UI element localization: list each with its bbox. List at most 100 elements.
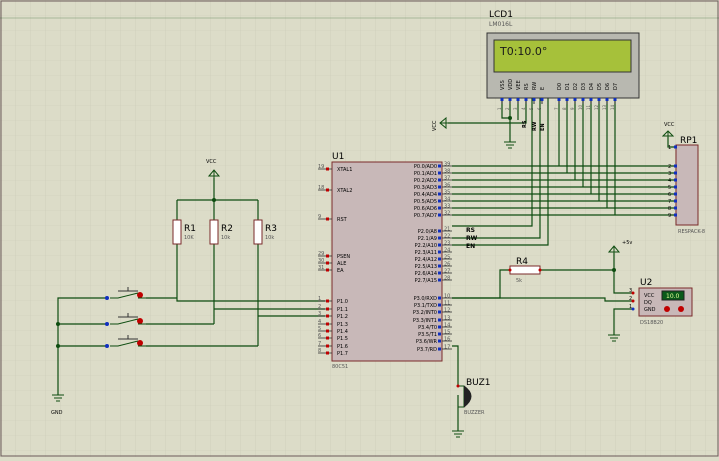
r2-value: 10k <box>221 235 230 241</box>
mcu-pin-marker <box>438 257 441 261</box>
mcu-pin-number: 1 <box>318 296 321 302</box>
r3-ref: R3 <box>265 224 277 234</box>
net-label-rs-lcd: RS <box>522 120 528 128</box>
sensor-ds18b20[interactable]: U2 DS18B20 VCC DQ GND 3 2 1 10.0 <box>629 278 693 326</box>
mcu-pin-number: 24 <box>444 248 450 254</box>
lcd-pin-marker <box>565 98 569 101</box>
resistor-r4[interactable]: R4 5k <box>508 257 542 284</box>
lcd-pin-number: 10 <box>578 104 583 110</box>
resistor-r2[interactable]: R2 10k <box>209 219 233 245</box>
mcu-pin-name: P3.0/RXD <box>414 296 438 302</box>
lcd-pin-name: D1 <box>565 83 571 90</box>
vcc-symbol-resistors: VCC <box>206 159 221 178</box>
mcu-pin-number: 29 <box>318 251 324 257</box>
mcu-pin-marker <box>438 206 441 210</box>
rp-pin-marker <box>674 171 677 175</box>
sensor-down-button[interactable] <box>664 306 670 312</box>
buz1-part: BUZZER <box>464 410 485 416</box>
lcd-pin-marker <box>573 98 577 101</box>
lcd-pin-marker <box>508 98 512 101</box>
mcu-pin-number: 4 <box>318 319 321 325</box>
mcu-pin-marker <box>438 213 441 217</box>
mcu-pin-name: P3.6/WR <box>416 339 438 345</box>
mcu-pin-number: 34 <box>444 197 450 203</box>
lcd-pin-marker <box>524 98 528 101</box>
mcu-pin-number: 31 <box>318 265 324 271</box>
mcu-ref: U1 <box>332 152 344 162</box>
mcu-pin-number: 32 <box>444 211 450 217</box>
sensor-up-button[interactable] <box>678 306 684 312</box>
junction-dots <box>56 116 616 348</box>
mcu-pin-name: P0.7/AD7 <box>414 213 437 219</box>
lcd-pin-marker <box>613 98 617 101</box>
rp-pin-number: 3 <box>668 171 671 177</box>
mcu-pin-marker <box>438 347 441 351</box>
lcd-pin-name: D0 <box>557 83 563 90</box>
mcu-pin-name: ALE <box>337 261 346 267</box>
mcu-pin-name: P0.5/AD5 <box>414 199 437 205</box>
mcu-pin-number: 9 <box>318 214 321 220</box>
mcu-pin-name: P0.2/AD2 <box>414 178 437 184</box>
push-button-2[interactable] <box>105 313 146 326</box>
resistor-r1[interactable]: R1 10K <box>172 219 196 245</box>
mcu-pin-name: P3.2/INT0 <box>413 310 437 316</box>
r3-value: 10k <box>265 235 274 241</box>
mcu-pin-number: 15 <box>444 330 450 336</box>
mcu-pin-marker <box>326 322 329 326</box>
r4-value: 5k <box>516 278 522 284</box>
u2-pin-vcc: VCC <box>644 293 655 299</box>
lcd-module[interactable]: T0:10.0° LCD1 LM016L VSS1VDD2VEE3RS4RW5E… <box>486 10 640 110</box>
mcu-pin-name: P2.3/A11 <box>415 250 437 256</box>
rp-pin-number: 2 <box>668 164 671 170</box>
mcu-pin-marker <box>438 296 441 300</box>
net-label-rw: RW <box>466 235 478 242</box>
net-label-rw-lcd: RW <box>532 121 538 131</box>
mcu-pin-marker <box>438 325 441 329</box>
mcu-pin-name: P1.3 <box>337 322 348 328</box>
lcd-pin-group: VSS1VDD2VEE3RS4RW5E6D07D18D29D310D411D51… <box>497 79 619 110</box>
resistor-r3[interactable]: R3 10k <box>253 219 277 245</box>
mcu-pin-name: XTAL2 <box>337 188 352 194</box>
lcd-pin-name: D3 <box>581 83 587 90</box>
mcu-pin-number: 35 <box>444 190 450 196</box>
plus5v-symbol: +5v <box>607 240 632 253</box>
mcu-pin-marker <box>438 192 441 196</box>
mcu-pin-number: 23 <box>444 241 450 247</box>
mcu-pin-number: 30 <box>318 258 324 264</box>
r1-ref: R1 <box>184 224 196 234</box>
mcu-pin-number: 12 <box>444 308 450 314</box>
mcu-pin-number: 37 <box>444 176 450 182</box>
mcu-pin-number: 13 <box>444 316 450 322</box>
mcu-pin-number: 19 <box>318 164 324 170</box>
mcu-pin-name: P1.2 <box>337 314 348 320</box>
mcu-pin-name: P0.1/AD1 <box>414 171 437 177</box>
mcu-pin-marker <box>438 310 441 314</box>
mcu-pin-name: P0.6/AD6 <box>414 206 437 212</box>
rp-pin-number: 7 <box>668 199 671 205</box>
mcu-pin-number: 25 <box>444 255 450 261</box>
r2-ref: R2 <box>221 224 233 234</box>
lcd-pin-number: 11 <box>586 104 591 110</box>
lcd-pin-name: VEE <box>516 80 522 90</box>
u2-part: DS18B20 <box>640 320 663 326</box>
mcu-pin-name: P3.7/RD <box>417 347 437 353</box>
mcu-pin-name: P0.0/AD0 <box>414 164 437 170</box>
push-button-1[interactable] <box>105 287 146 300</box>
rp-pin-marker <box>674 185 677 189</box>
sensor-reading: 10.0 <box>666 293 680 300</box>
mcu-pin-number: 11 <box>444 301 450 307</box>
lcd-pin-number: 4 <box>521 107 526 110</box>
mcu-pin-marker <box>326 329 329 333</box>
mcu-pin-number: 18 <box>318 185 324 191</box>
lcd-pin-number: 8 <box>562 107 567 110</box>
lcd-pin-name: VSS <box>500 80 506 90</box>
push-button-3[interactable] <box>105 335 146 348</box>
net-label-en: EN <box>466 243 475 250</box>
buzzer-buz1[interactable]: BUZ1 BUZZER <box>456 378 491 416</box>
mcu-pin-name: P3.3/INT1 <box>413 318 437 324</box>
